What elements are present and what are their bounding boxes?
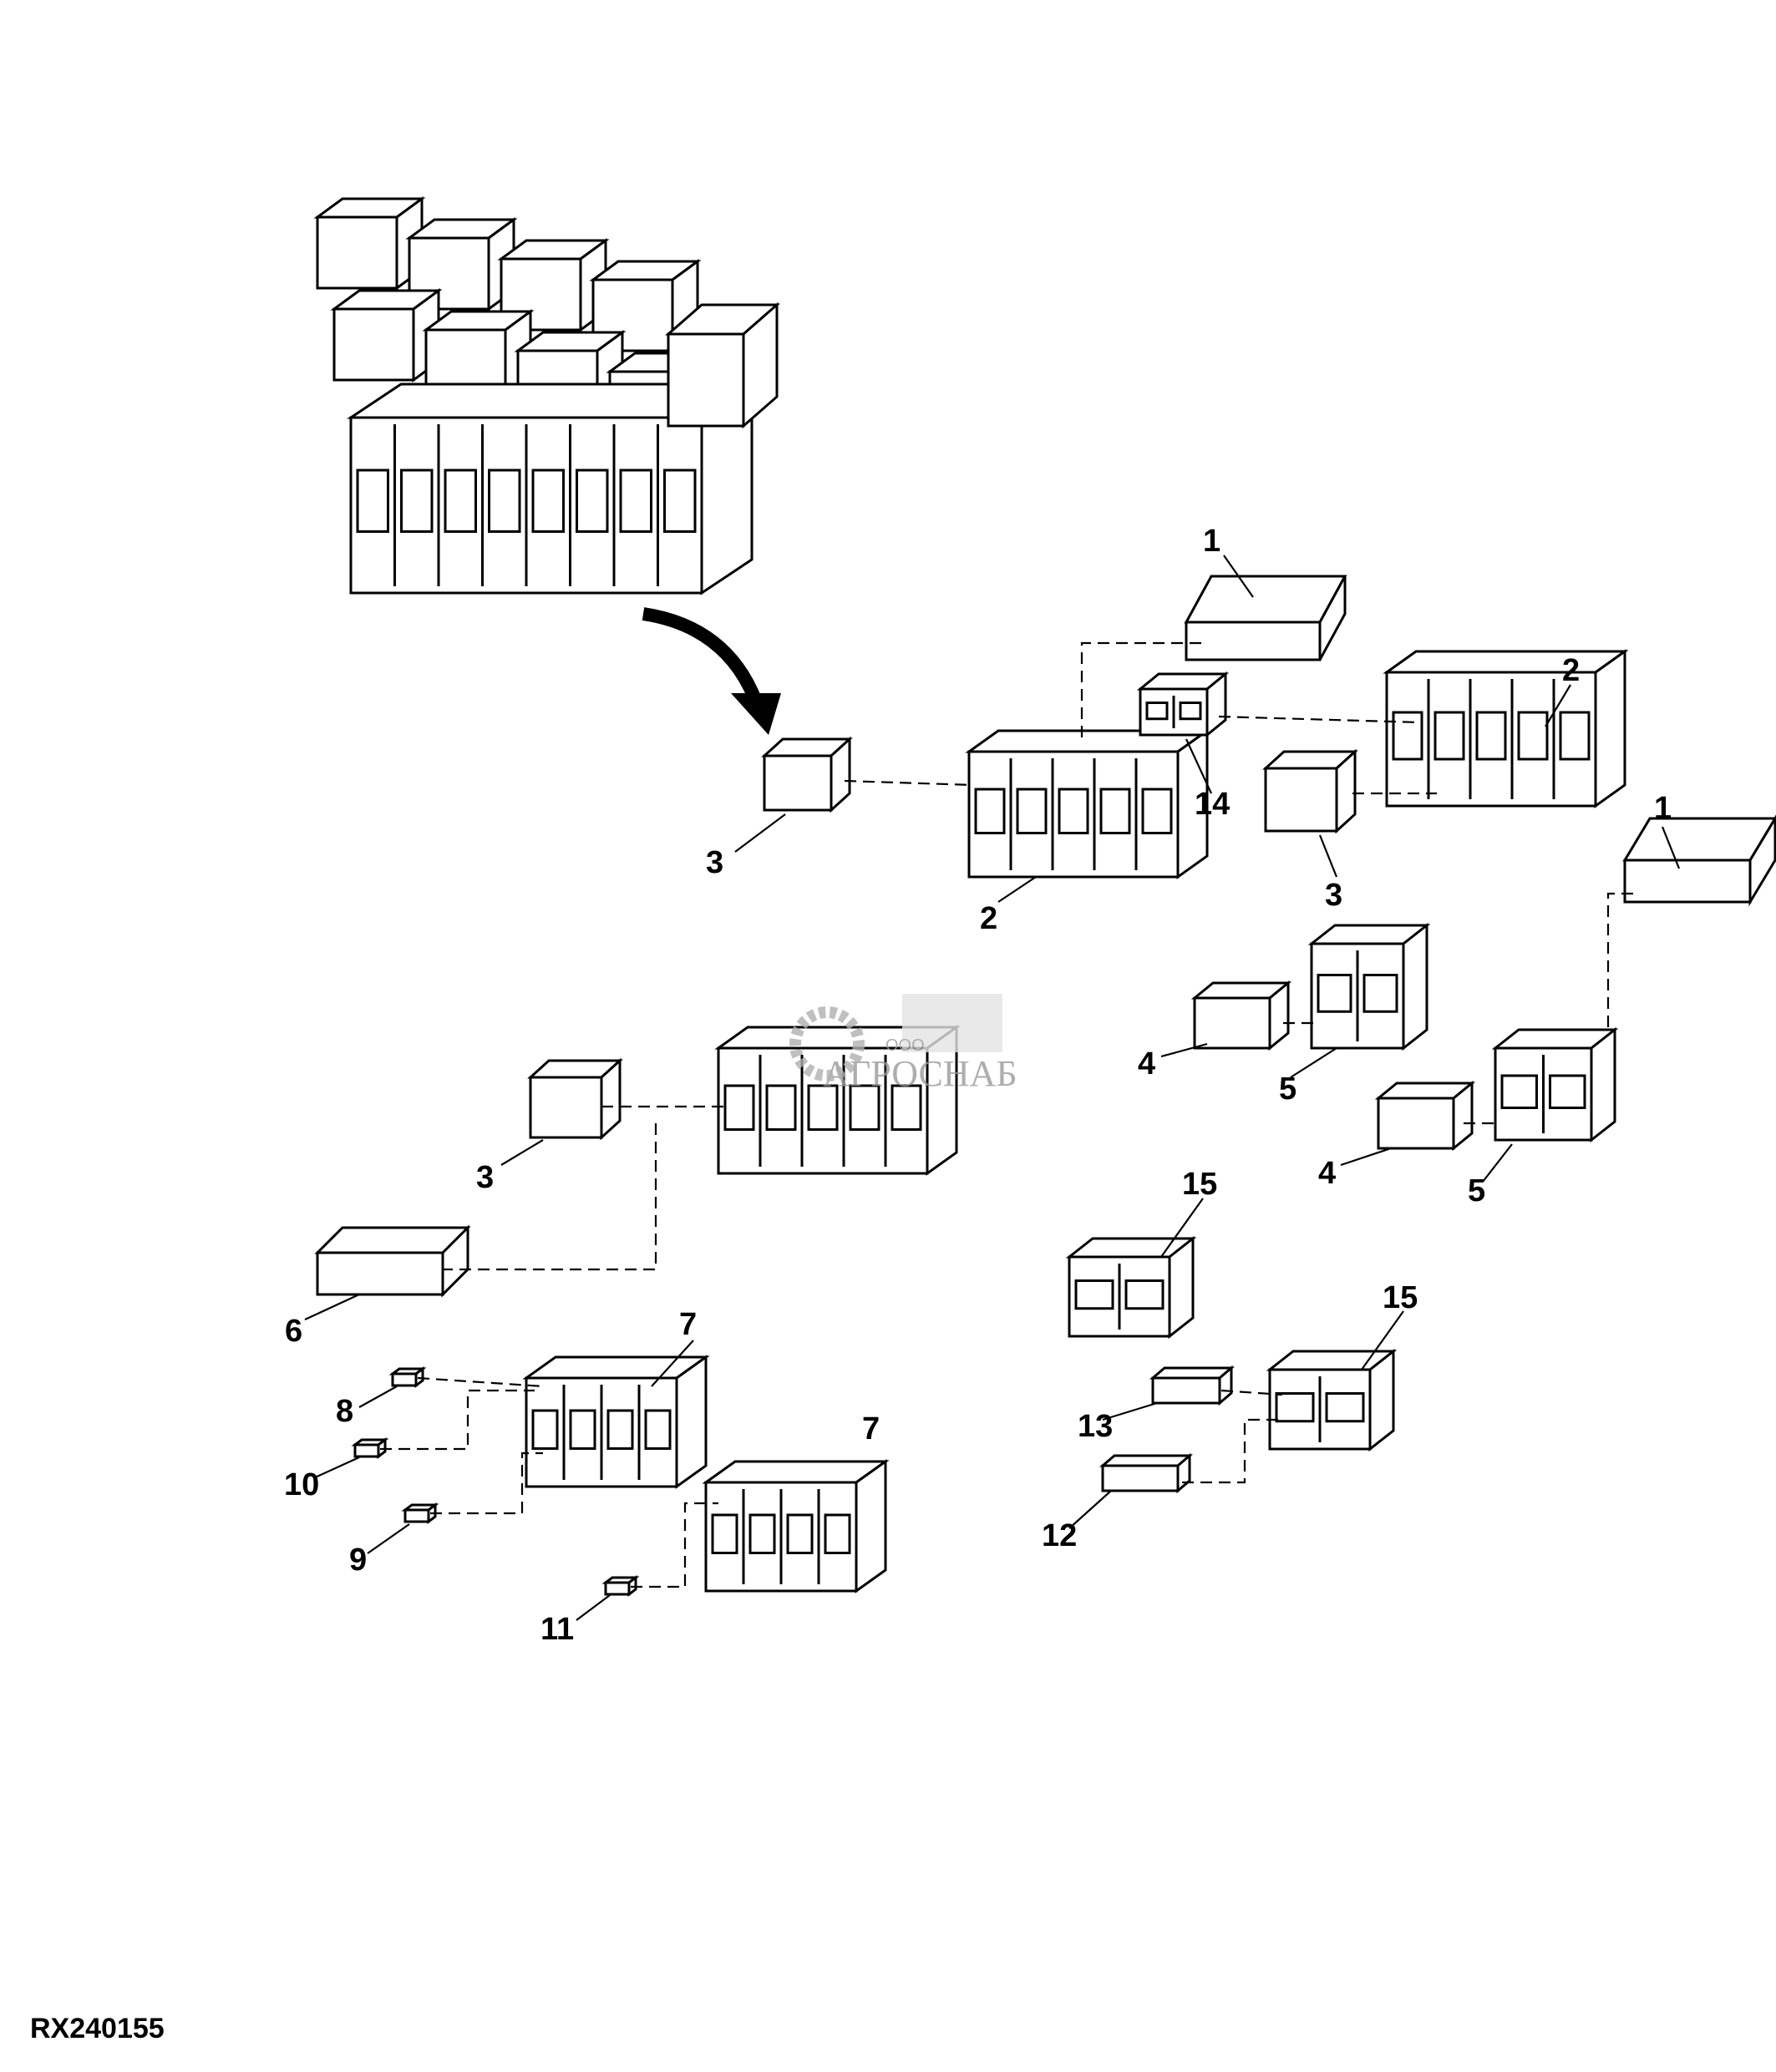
curved-arrow [642,607,763,704]
callout-4: 4 [1138,1046,1155,1082]
callout-1: 1 [1203,524,1220,559]
callout-3: 3 [476,1160,494,1195]
resistor-12 [1099,1452,1194,1494]
leader-line [734,813,786,853]
assembly-line [1182,1418,1278,1484]
leader-line [1068,1490,1112,1529]
bracket-1 [1622,814,1776,907]
leader-line [1545,684,1571,727]
leader-line [576,1594,611,1621]
assembly-line [1218,715,1421,724]
callout-3: 3 [706,845,723,880]
relay-4 [1374,1080,1476,1152]
leader-line [312,1456,360,1480]
leader-line [500,1139,544,1166]
assembly-line [631,1502,718,1588]
bracket-1 [1184,575,1347,661]
watermark-logo: ООО АГРОСНАБ [789,994,1017,1094]
callout-7: 7 [679,1307,697,1342]
callout-15: 15 [1182,1167,1217,1202]
assembly-line [1220,1389,1283,1396]
callout-14: 14 [1195,787,1230,822]
mini-fuse [401,1502,439,1524]
fuse-block-2 [965,728,1211,879]
socket-15 [1266,1348,1398,1452]
callout-15: 15 [1383,1280,1418,1315]
callout-5: 5 [1468,1173,1485,1208]
callout-6: 6 [285,1314,302,1349]
leader-line [1160,1042,1208,1058]
mini-fuse [388,1366,427,1388]
assembly-line [380,1389,535,1451]
leader-line [1318,834,1338,878]
callout-7: 7 [862,1411,880,1446]
socket-5 [1307,922,1431,1051]
mini-fuse [601,1575,640,1597]
leader-line [651,1340,694,1387]
relay-3 [761,736,853,813]
leader-line [997,876,1037,903]
callout-2: 2 [980,901,997,936]
assembly-line [844,779,974,787]
callout-10: 10 [284,1467,319,1502]
leader-line [1223,555,1254,598]
fuse-block-assembly [347,382,756,595]
assembly-line [430,1451,543,1515]
callout-2: 2 [1562,653,1580,688]
callout-8: 8 [336,1394,353,1429]
callout-12: 12 [1042,1518,1077,1553]
assembly-line [1606,892,1637,1027]
leader-line [1102,1401,1158,1421]
callout-13: 13 [1078,1409,1113,1444]
fuse-holder-7 [702,1459,890,1593]
relay-4 [1190,980,1292,1051]
relay-3 [527,1057,623,1141]
relay [330,288,443,382]
watermark-name: АГРОСНАБ [823,1053,1017,1094]
leader-line [1160,1198,1204,1258]
leader-line [1290,1047,1337,1078]
callout-1: 1 [1654,791,1672,826]
relay-3 [1262,748,1358,834]
callout-3: 3 [1325,878,1342,913]
relay [313,196,426,291]
arrow-head [731,693,781,735]
callout-5: 5 [1279,1071,1296,1107]
leader-line [1340,1147,1392,1167]
socket-15 [1065,1235,1197,1340]
leader-line [304,1294,360,1320]
watermark-prefix: ООО [885,1036,925,1055]
callout-11: 11 [540,1612,574,1647]
assembly-line [417,1376,544,1388]
callout-4: 4 [1318,1156,1336,1191]
figure-id: RX240155 [30,2013,165,2044]
assembly-line [443,1123,657,1271]
diode-13 [1149,1365,1236,1406]
mini-fuse [351,1437,389,1459]
socket-5 [1491,1026,1619,1143]
relay-14 [1136,671,1230,738]
leader-line [1361,1310,1404,1370]
leader-line [367,1523,410,1554]
leader-line [1661,826,1681,869]
leader-line [1185,738,1212,794]
fuse-block-2 [1383,649,1629,808]
fuse-holder-7 [522,1355,710,1489]
callout-9: 9 [349,1543,367,1578]
assembly-line [1080,641,1203,737]
fuse-block-2 [714,1025,961,1176]
side-bracket [665,301,780,429]
callouts: 1 2 14 3 2 1 3 4 5 4 5 3 15 15 6 7 8 10 … [284,524,1672,1647]
bracket-6 [314,1224,471,1298]
leader-line [1482,1143,1513,1183]
leader-line [358,1386,398,1408]
